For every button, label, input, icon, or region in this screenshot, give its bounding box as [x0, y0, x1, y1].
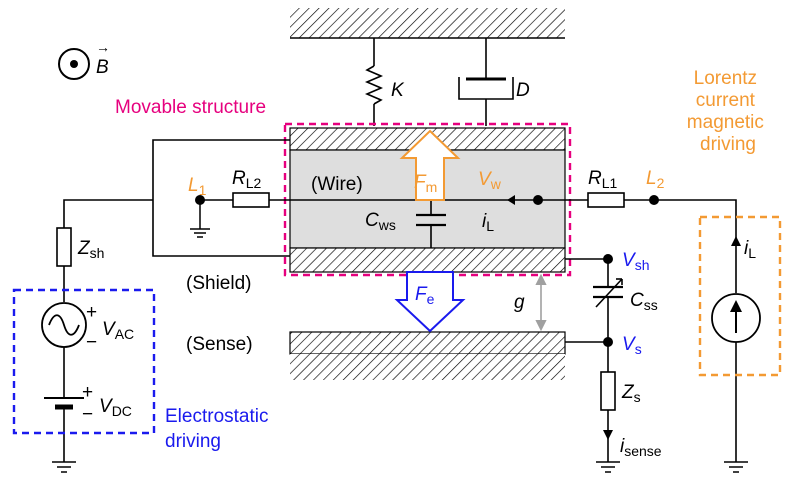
fe-label: Fe — [415, 284, 435, 307]
vdc-minus: − — [82, 404, 93, 425]
shield-connection-wire — [152, 139, 290, 257]
vac-plus: + — [86, 302, 97, 323]
ground-icon-source — [724, 461, 748, 473]
lorentz-driving-box — [698, 215, 782, 377]
resistor-rl2 — [232, 192, 270, 208]
resistor-rl1 — [587, 192, 625, 208]
sense-substrate — [290, 354, 565, 380]
damper-d — [458, 38, 514, 126]
electrostatic-driving-label: Electrostatic driving — [165, 406, 274, 452]
vw-node — [533, 195, 543, 205]
il-right-arrow — [731, 236, 741, 246]
fm-label: Fm — [414, 172, 437, 195]
il-right-label: iL — [744, 238, 756, 261]
current-source-arrowhead — [730, 300, 742, 312]
b-letter: B — [96, 57, 109, 78]
zs-label: Zs — [621, 382, 641, 405]
rl2-label: RL2 — [232, 168, 262, 191]
gap-label: g — [514, 292, 525, 313]
zsh-label: Zsh — [77, 238, 104, 261]
vs-label: Vs — [622, 334, 642, 357]
sense-label: (Sense) — [186, 334, 253, 355]
vw-label: Vw — [478, 169, 502, 192]
capacitor-cws — [416, 200, 446, 248]
l1-label: L1 — [188, 175, 207, 198]
vdc-label: VDC — [99, 396, 132, 419]
shield-hatch — [289, 247, 566, 273]
css-label: Css — [630, 290, 658, 313]
l2-to-source-wire — [654, 199, 737, 293]
vdc-plus: + — [82, 382, 93, 403]
shield-label: (Shield) — [186, 273, 251, 294]
d-label: D — [516, 80, 530, 101]
zsh-top-wire — [63, 199, 153, 228]
b-field-out-of-page-icon — [58, 48, 90, 80]
vsh-label: Vsh — [622, 250, 649, 273]
current-direction-arrow — [507, 195, 515, 205]
sense-electrode — [289, 331, 566, 355]
isense-label: isense — [620, 436, 662, 459]
lorentz-force-arrow — [399, 129, 461, 201]
impedance-zsh — [56, 227, 72, 267]
top-anchor — [290, 8, 565, 39]
isense-arrow — [603, 430, 613, 440]
ground-icon-vdc — [52, 461, 76, 473]
electrostatic-driving-box — [12, 288, 156, 435]
lorentz-driving-label: Lorentz current magnetic driving — [687, 68, 769, 155]
electrostatic-force-arrow — [394, 271, 466, 333]
sine-wave-icon — [48, 314, 80, 336]
ground-icon-sense — [596, 461, 620, 473]
il-label: iL — [482, 211, 494, 234]
k-label: K — [391, 80, 405, 101]
ground-icon-l1 — [190, 200, 210, 238]
l2-label: L2 — [646, 168, 665, 191]
spring-k — [364, 38, 384, 126]
cws-label: Cws — [365, 210, 396, 233]
vac-label: VAC — [102, 319, 134, 342]
movable-structure-label: Movable structure — [115, 97, 266, 118]
rl1-label: RL1 — [588, 168, 618, 191]
dc-battery-icon — [44, 397, 84, 462]
wire-label: (Wire) — [311, 174, 363, 195]
b-vector-arrow: → — [96, 39, 110, 55]
impedance-zs — [600, 371, 616, 411]
vac-minus: − — [86, 332, 97, 353]
